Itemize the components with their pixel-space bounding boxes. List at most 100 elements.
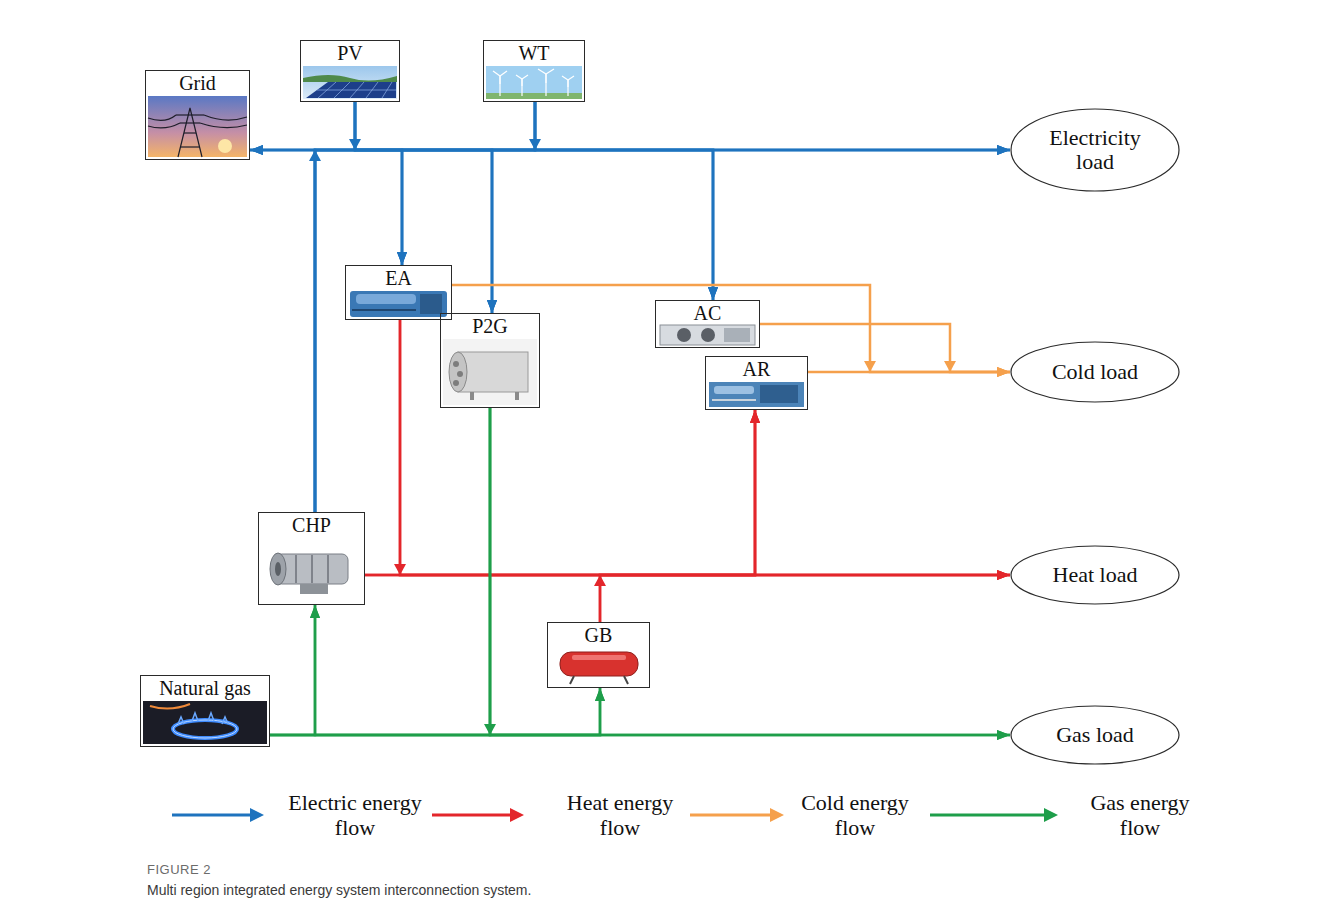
drawing-part <box>180 122 200 123</box>
legend-text: Heat energy flow <box>555 790 685 841</box>
legend-text: Cold energy flow <box>790 790 920 841</box>
energy-flow-connector <box>355 102 1010 150</box>
drawing-part <box>1044 808 1058 822</box>
drawing-part <box>172 814 252 817</box>
drawing-part <box>275 562 281 576</box>
junction-arrowheads <box>309 139 956 735</box>
drawing-part <box>300 584 328 594</box>
drawing-part <box>690 814 772 817</box>
drawing-part <box>499 76 500 84</box>
energy-flow-connector <box>355 102 713 300</box>
drawing-part <box>493 71 500 76</box>
energy-flow-connector <box>600 410 755 622</box>
drawing-part <box>349 139 361 150</box>
drawing-part <box>148 108 247 157</box>
drawing-part <box>270 553 286 585</box>
device-box: AR <box>705 356 808 410</box>
node-label: PV <box>337 41 363 64</box>
drawing-part <box>180 146 200 147</box>
drawing-part <box>148 123 180 128</box>
drawing-part <box>944 361 956 372</box>
drawing-part <box>317 90 396 91</box>
drawing-part <box>545 74 546 83</box>
node-label: AR <box>743 357 771 380</box>
drawing-part <box>660 325 755 345</box>
energy-flow-connector <box>250 150 315 512</box>
drawing-part <box>510 808 524 822</box>
energy-flow-connector <box>250 102 355 150</box>
drawing-part <box>143 701 267 744</box>
drawing-part <box>296 555 328 583</box>
drawing-part <box>568 76 574 80</box>
load-ellipse: Heat load <box>1010 545 1180 605</box>
node-label: P2G <box>472 314 508 337</box>
drawing-part <box>562 76 568 80</box>
device-box: P2G <box>440 313 540 408</box>
node-label: CHP <box>292 513 331 536</box>
drawing-part <box>760 385 798 403</box>
drawing-part <box>148 115 176 120</box>
device-box: EA <box>345 265 452 320</box>
wind-turbine-picture <box>486 66 582 99</box>
node-label: GB <box>585 623 613 646</box>
drawing-part <box>470 392 474 400</box>
device-box: CHP <box>258 512 365 605</box>
drawing-part <box>352 309 416 311</box>
ellipse-shape <box>1011 342 1179 402</box>
load-ellipse: Gas load <box>1010 705 1180 765</box>
drawing-part <box>218 139 232 153</box>
drawing-part <box>516 75 522 79</box>
connector-group <box>250 102 1010 735</box>
absorption-refrigerator-picture <box>709 382 804 407</box>
energy-flow-connector <box>492 102 535 313</box>
ellipse-shape <box>1011 546 1179 604</box>
drawing-part <box>521 79 522 96</box>
energy-flow-connector <box>400 320 755 575</box>
drawing-part <box>453 380 459 386</box>
natural-gas-picture <box>143 701 267 744</box>
drawing-part <box>522 75 528 79</box>
drawing-part <box>546 69 554 74</box>
drawing-part <box>204 115 247 120</box>
drawing-part <box>458 352 528 392</box>
drawing-part <box>486 66 582 99</box>
drawing-part <box>449 352 467 392</box>
node-label: Heat load <box>1053 563 1138 587</box>
drawing-part <box>303 66 397 99</box>
drawing-part <box>200 123 247 128</box>
drawing-part <box>624 676 628 684</box>
device-box: Grid <box>145 70 250 160</box>
node-label: WT <box>518 41 549 64</box>
device-box: GB <box>547 622 650 688</box>
drawing-part <box>930 814 1046 817</box>
pv-picture <box>303 66 397 99</box>
energy-flow-connector <box>315 150 713 512</box>
drawing-part <box>567 80 568 96</box>
ellipse-shape <box>1011 706 1179 764</box>
energy-flow-connector <box>270 605 315 735</box>
air-conditioner-picture <box>660 325 755 345</box>
device-box: WT <box>483 40 585 102</box>
drawing-part <box>521 79 522 86</box>
drawing-part <box>276 554 348 584</box>
drawing-part <box>176 114 204 115</box>
chp-picture <box>270 553 348 594</box>
load-ellipse: Cold load <box>1010 341 1180 403</box>
gas-boiler-picture <box>560 652 638 684</box>
energy-flow-connector <box>315 150 1010 512</box>
drawing-part <box>567 80 568 87</box>
energy-flow-connector <box>315 150 402 512</box>
grid-picture <box>148 96 247 157</box>
energy-flow-connector <box>250 102 535 150</box>
ellipse-shape <box>1011 109 1179 191</box>
drawing-part <box>545 74 546 96</box>
node-label: Cold load <box>1052 360 1138 384</box>
drawing-part <box>457 371 463 377</box>
drawing-part <box>500 71 507 76</box>
drawing-part <box>529 139 541 150</box>
drawing-part <box>560 652 638 676</box>
drawing-part <box>309 150 321 161</box>
drawing-part <box>420 294 442 314</box>
